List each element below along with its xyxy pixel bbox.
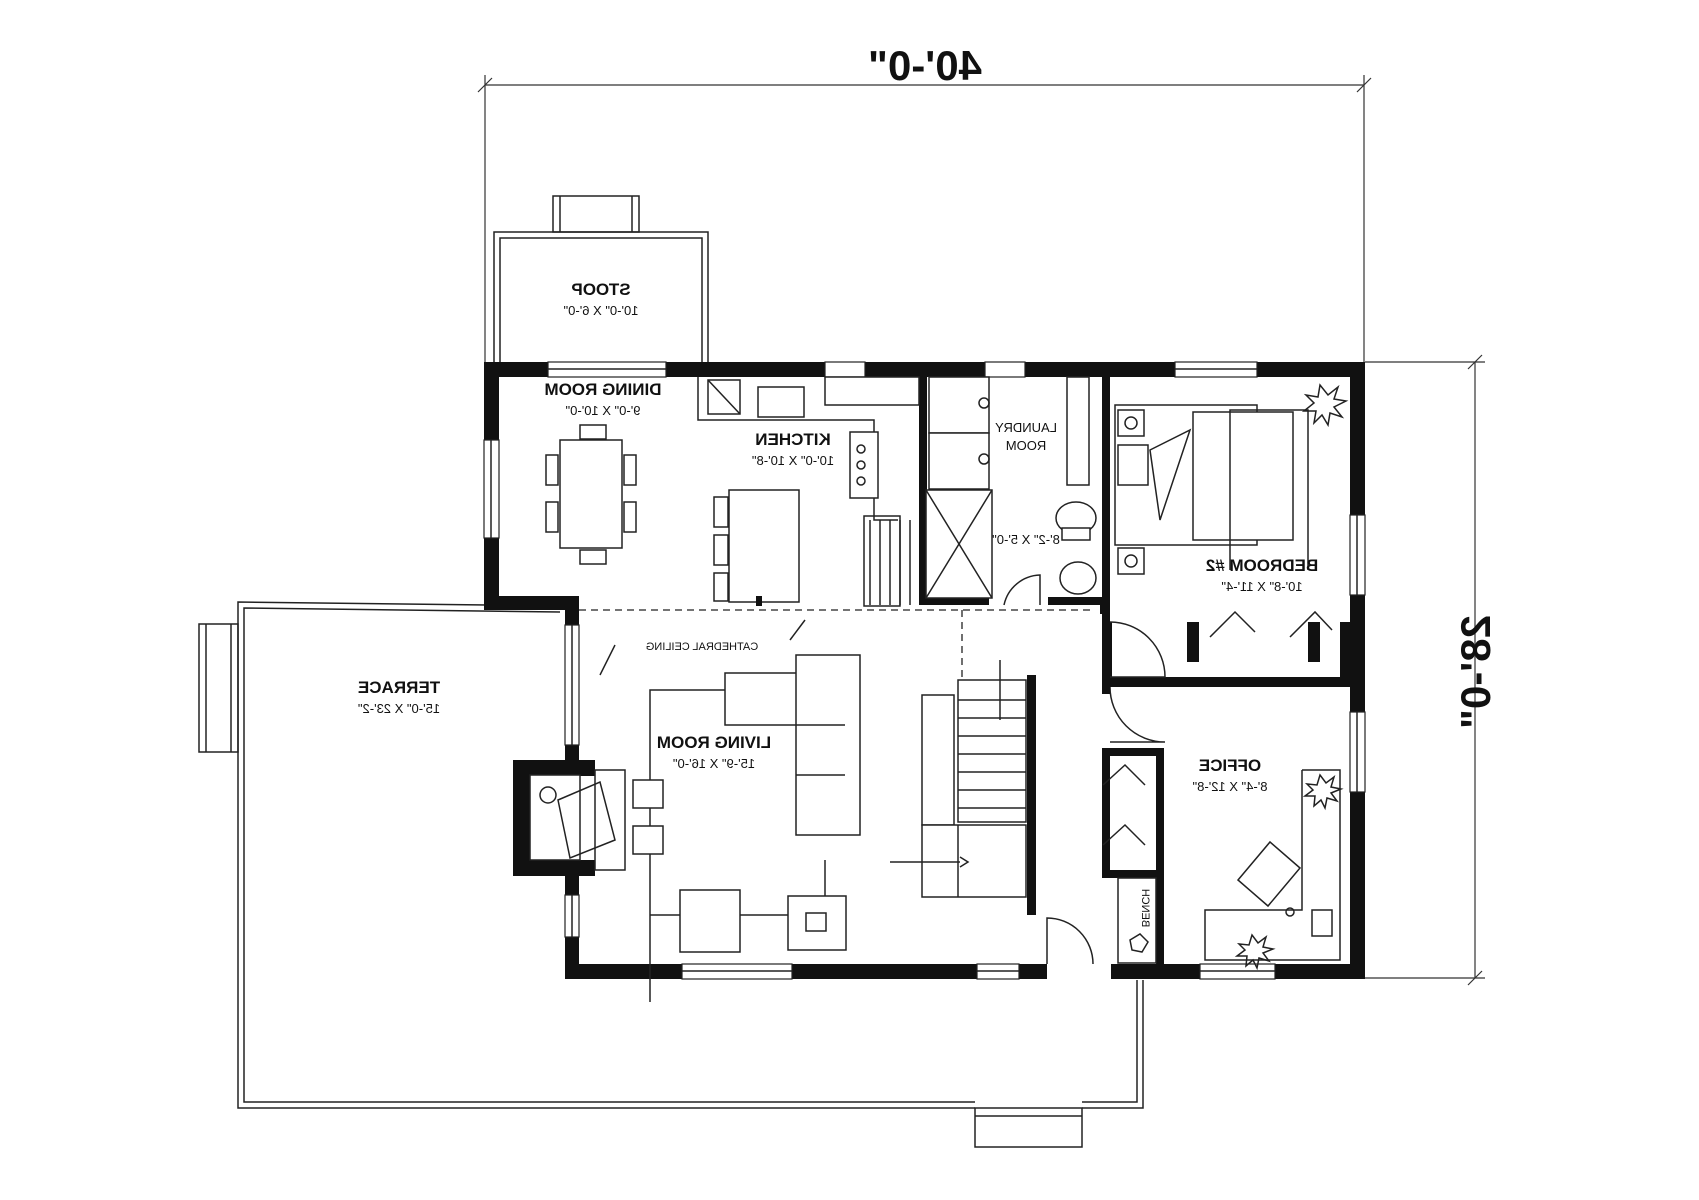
- front-door-gap: [1047, 964, 1111, 979]
- laundry-name-line1: LAUNDRY: [995, 420, 1057, 435]
- dining-dims: 9'-0" X 10'-0": [565, 403, 640, 418]
- dining-name: DINING ROOM: [544, 380, 661, 399]
- terrace-dims: 15'-0" X 23'-2": [358, 701, 441, 716]
- room-labels: STOOP 10'-0" X 6'-0" DINING ROOM 9'-0" X…: [358, 280, 1319, 794]
- overall-depth-label: 28'-0": [1452, 615, 1499, 729]
- office-dims: 8'-4" X 12'-8": [1192, 779, 1267, 794]
- living-furniture: [632, 654, 861, 1002]
- office-name: OFFICE: [1199, 756, 1261, 775]
- kitchen-island: [713, 489, 800, 606]
- terrace-name: TERRACE: [358, 678, 440, 697]
- stoop: [493, 195, 709, 364]
- bench: BENCH: [1117, 877, 1157, 964]
- cathedral-ceiling-label: CATHEDRAL CEILING: [646, 641, 758, 653]
- kitchen-name: KITCHEN: [755, 430, 831, 449]
- bedroom2-name: BEDROOM #2: [1206, 556, 1318, 575]
- windows: [483, 361, 1366, 980]
- terrace: [198, 601, 1144, 1148]
- office-furniture: [1102, 763, 1344, 971]
- bedroom2-dims: 10'-8" X 11'-4": [1221, 579, 1303, 594]
- bedroom-furniture: [1114, 383, 1349, 638]
- living-dims: 15'-9" X 16'-0": [673, 756, 756, 771]
- bench-label: BENCH: [1139, 889, 1151, 928]
- cathedral-ceiling-lines: [579, 609, 1090, 680]
- front-door-swing: [1046, 917, 1094, 965]
- interior-walls: [919, 377, 1365, 979]
- width-dimension: 40'-0": [477, 42, 1372, 365]
- dining-table: [545, 424, 637, 565]
- laundry-dims: 8'-2" X 5'-0": [992, 532, 1060, 547]
- kitchen-dims: 10'-0" X 10'-8": [752, 453, 835, 468]
- stairs: [890, 660, 1027, 898]
- stoop-dims: 10'-0" X 6'-0": [563, 303, 638, 318]
- overall-width-label: 40'-0": [868, 42, 982, 89]
- kitchen-cabinets: [697, 376, 920, 607]
- depth-dimension: 28'-0": [1365, 354, 1499, 986]
- stoop-name: STOOP: [571, 280, 630, 299]
- fireplace: [513, 760, 626, 876]
- laundry-fixtures: [925, 376, 1097, 606]
- living-name: LIVING ROOM: [657, 733, 771, 752]
- laundry-name-line2: ROOM: [1006, 438, 1046, 453]
- hall-doors: [1102, 621, 1166, 743]
